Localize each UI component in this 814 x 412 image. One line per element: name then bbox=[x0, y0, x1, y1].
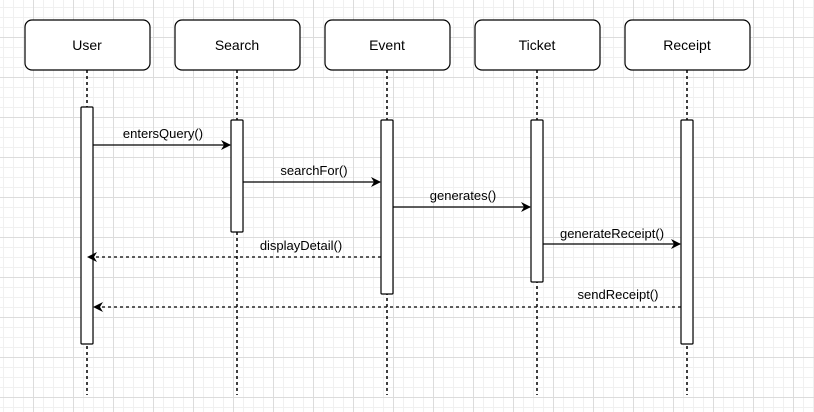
activation-search[interactable] bbox=[230, 119, 244, 233]
lifeline-box-user[interactable]: User bbox=[24, 19, 151, 71]
activation-receipt[interactable] bbox=[680, 119, 694, 345]
message-labels: entersQuery() searchFor() generates() ge… bbox=[123, 126, 664, 302]
messages bbox=[87, 140, 681, 312]
activation-event[interactable] bbox=[380, 119, 394, 295]
lifeline-label-search: Search bbox=[215, 37, 259, 53]
lifeline-box-receipt[interactable]: Receipt bbox=[624, 19, 751, 71]
message-label-generate-receipt: generateReceipt() bbox=[560, 226, 664, 241]
lifeline-box-event[interactable]: Event bbox=[324, 19, 451, 71]
activation-bars bbox=[80, 106, 694, 345]
message-label-search-for: searchFor() bbox=[280, 163, 347, 178]
lifeline-label-ticket: Ticket bbox=[519, 37, 556, 53]
lifeline-label-user: User bbox=[72, 37, 102, 53]
lifeline-label-event: Event bbox=[369, 37, 405, 53]
lifeline-boxes: User Search Event Ticket Receipt bbox=[24, 19, 751, 71]
lifeline-box-search[interactable]: Search bbox=[174, 19, 301, 71]
message-label-generates: generates() bbox=[430, 188, 496, 203]
message-label-display-detail: displayDetail() bbox=[260, 238, 342, 253]
activation-ticket[interactable] bbox=[530, 119, 544, 283]
message-label-send-receipt: sendReceipt() bbox=[578, 287, 659, 302]
message-label-enters-query: entersQuery() bbox=[123, 126, 203, 141]
lifeline-box-ticket[interactable]: Ticket bbox=[474, 19, 601, 71]
lifeline-label-receipt: Receipt bbox=[663, 37, 711, 53]
activation-user[interactable] bbox=[80, 106, 94, 345]
